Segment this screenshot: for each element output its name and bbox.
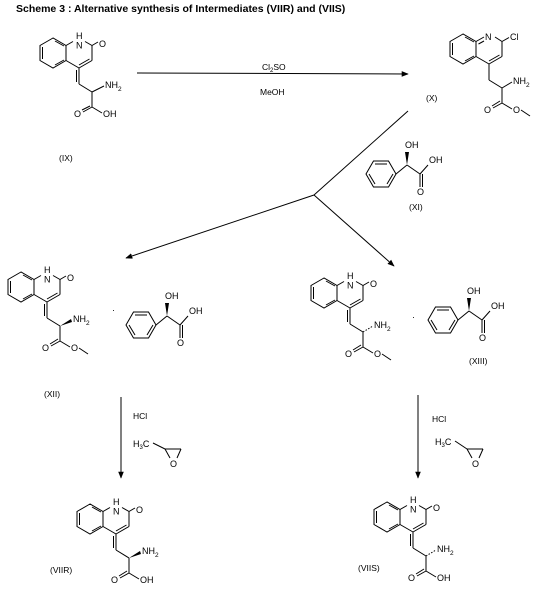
propylene-oxide-right: H3C O (435, 437, 484, 469)
atom-n: N (113, 507, 120, 517)
reagent-hcl-right: HCl (432, 414, 446, 424)
atom-oh: OH (467, 286, 481, 296)
atom-cl: Cl (510, 32, 519, 42)
atom-o: O (99, 39, 106, 49)
atom-o: O (370, 279, 377, 289)
atom-o: O (345, 349, 352, 359)
atom-o: O (71, 343, 78, 353)
atom-o: O (42, 343, 49, 353)
atom-o: O (177, 338, 184, 348)
atom-o: O (374, 349, 381, 359)
convergence-line (313, 110, 409, 196)
atom-nh2: NH (374, 320, 387, 330)
atom-oh: OH (437, 573, 451, 583)
atom-nh2-sub: 2 (155, 552, 159, 559)
atom-oh: OH (103, 109, 117, 119)
atom-n: N (76, 41, 83, 51)
atom-o: O (513, 105, 520, 115)
label-ix: (IX) (59, 153, 73, 163)
mandelic-xiii: OH OH O (427, 286, 505, 343)
atom-h: H (113, 497, 120, 507)
scheme-title: Scheme 3 : Alternative synthesis of Inte… (16, 3, 346, 15)
label-viis: (VIIS) (358, 563, 380, 573)
atom-oh: OH (165, 291, 179, 301)
atom-nh2: NH (437, 544, 450, 554)
compound-x: N Cl NH 2 O O (449, 32, 531, 117)
atom-nh2-sub: 2 (387, 326, 391, 333)
atom-o: O (74, 109, 81, 119)
svg-text:H3C: H3C (133, 439, 150, 451)
atom-n: N (410, 505, 417, 515)
atom-oh: OH (491, 301, 505, 311)
compound-xii: H N O NH 2 O O (7, 265, 90, 355)
label-xiii: (XIII) (469, 356, 488, 366)
atom-oh: OH (429, 155, 443, 165)
atom-nh2: NH (142, 546, 155, 556)
svg-text:H3C: H3C (435, 437, 452, 449)
reagent-thionyl: Cl2SO (262, 62, 286, 74)
atom-o: O (433, 503, 440, 513)
atom-h: H (44, 265, 51, 275)
atom-h: H (410, 495, 417, 505)
atom-o: O (170, 459, 177, 469)
atom-nh2: NH (105, 80, 118, 90)
reagent-meoh: MeOH (260, 87, 285, 97)
atom-o: O (67, 273, 74, 283)
atom-oh: OH (140, 575, 154, 585)
atom-nh2-sub: 2 (526, 82, 530, 89)
compound-viir: H N O NH 2 O OH (76, 497, 159, 585)
atom-o: O (479, 333, 486, 343)
atom-n: N (44, 275, 51, 285)
atom-nh2: NH (513, 76, 526, 86)
atom-o: O (408, 573, 415, 583)
atom-o: O (417, 187, 424, 197)
atom-n: N (485, 32, 492, 42)
atom-oh: OH (189, 306, 203, 316)
reagent-hcl-left: HCl (133, 411, 147, 421)
label-xi: (XI) (409, 202, 423, 212)
propylene-oxide-left: H3C O (133, 439, 182, 469)
atom-h: H (76, 31, 83, 41)
arrow-to-xiii (313, 194, 395, 267)
atom-o: O (484, 105, 491, 115)
atom-nh2: NH (73, 314, 86, 324)
atom-o: O (136, 505, 143, 515)
mandelic-xii: OH OH O (125, 291, 203, 348)
compound-ix: H N O NH 2 O OH (39, 31, 122, 119)
atom-nh2-sub: 2 (450, 550, 454, 557)
salt-dot: · (412, 312, 415, 322)
atom-h: H (347, 271, 354, 281)
atom-nh2-sub: 2 (118, 86, 122, 93)
label-viir: (VIIR) (50, 565, 72, 575)
compound-viis: H N O NH 2 O OH (373, 495, 454, 583)
atom-o: O (111, 575, 118, 585)
atom-o: O (472, 459, 479, 469)
arrow-step1 (136, 71, 409, 77)
compound-xi: OH OH O (365, 140, 443, 197)
atom-n: N (347, 281, 354, 291)
atom-nh2-sub: 2 (86, 320, 90, 327)
label-xii: (XII) (44, 389, 60, 399)
salt-dot: · (112, 305, 115, 315)
atom-oh: OH (405, 140, 419, 150)
arrow-to-xii (125, 194, 315, 259)
label-x: (X) (426, 93, 438, 103)
compound-xiii: H N O NH 2 O O (310, 271, 392, 361)
